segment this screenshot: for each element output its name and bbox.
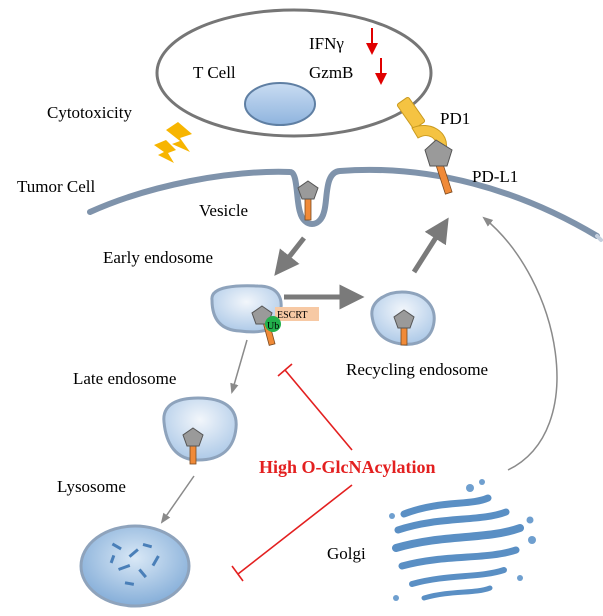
gzmb-label: GzmB bbox=[309, 63, 353, 82]
t-cell-outline bbox=[155, 8, 433, 138]
lysosome-label: Lysosome bbox=[57, 477, 126, 496]
inhibit-tbar-top bbox=[277, 363, 293, 377]
tumor-cell-membrane bbox=[87, 166, 600, 239]
golgi-to-membrane-arrow bbox=[482, 216, 558, 471]
lysosome bbox=[79, 524, 191, 608]
late-to-lysosome-arrow bbox=[160, 475, 195, 524]
golgi-apparatus-icon bbox=[392, 494, 524, 601]
recycling-to-membrane-arrow bbox=[411, 217, 449, 274]
ub-label: Ub bbox=[267, 321, 279, 332]
golgi-label: Golgi bbox=[327, 544, 366, 563]
tumor-cell-label: Tumor Cell bbox=[17, 177, 96, 196]
late-endosome-pdl1 bbox=[182, 427, 204, 465]
t-cell-label: T Cell bbox=[193, 63, 236, 82]
pdl1-ligand bbox=[424, 139, 453, 195]
vesicle-label: Vesicle bbox=[199, 201, 248, 220]
vesicle-to-early-arrow bbox=[274, 236, 306, 276]
inhibit-lysosomal-sorting-line bbox=[284, 369, 353, 451]
recycling-endosome-label: Recycling endosome bbox=[346, 360, 488, 379]
escrt-badge bbox=[275, 307, 319, 321]
lightning-bolt-icon bbox=[166, 122, 192, 152]
pdl1-label: PD-L1 bbox=[472, 167, 518, 186]
t-cell: T Cell IFNγ GzmB bbox=[155, 8, 433, 138]
gzmb-down-arrow-icon bbox=[375, 58, 387, 85]
pd1-label: PD1 bbox=[440, 109, 470, 128]
recycling-endosome-pdl1 bbox=[393, 309, 415, 346]
ifng-label: IFNγ bbox=[309, 34, 344, 53]
t-cell-nucleus bbox=[244, 82, 316, 126]
cytotoxicity-label: Cytotoxicity bbox=[47, 103, 133, 122]
membrane-end bbox=[595, 234, 603, 242]
ifng-down-arrow-icon bbox=[366, 28, 378, 55]
vesicle-pdl1 bbox=[297, 180, 319, 221]
high-oglcnacylation-label: High O-GlcNAcylation bbox=[259, 457, 436, 477]
degraded-fragments-icon bbox=[109, 542, 160, 586]
inhibit-tbar-bottom bbox=[231, 565, 244, 582]
late-endosome-label: Late endosome bbox=[73, 369, 176, 388]
golgi-vesicles-icon bbox=[389, 479, 536, 601]
escrt-label: ESCRT bbox=[277, 310, 308, 321]
early-endosome-label: Early endosome bbox=[103, 248, 213, 267]
lightning-bolt-small-icon bbox=[154, 140, 176, 163]
inhibit-lysosome-line bbox=[237, 484, 353, 575]
late-endosome bbox=[162, 396, 238, 462]
ubiquitin-icon bbox=[265, 316, 281, 332]
early-to-late-arrow bbox=[230, 339, 248, 395]
